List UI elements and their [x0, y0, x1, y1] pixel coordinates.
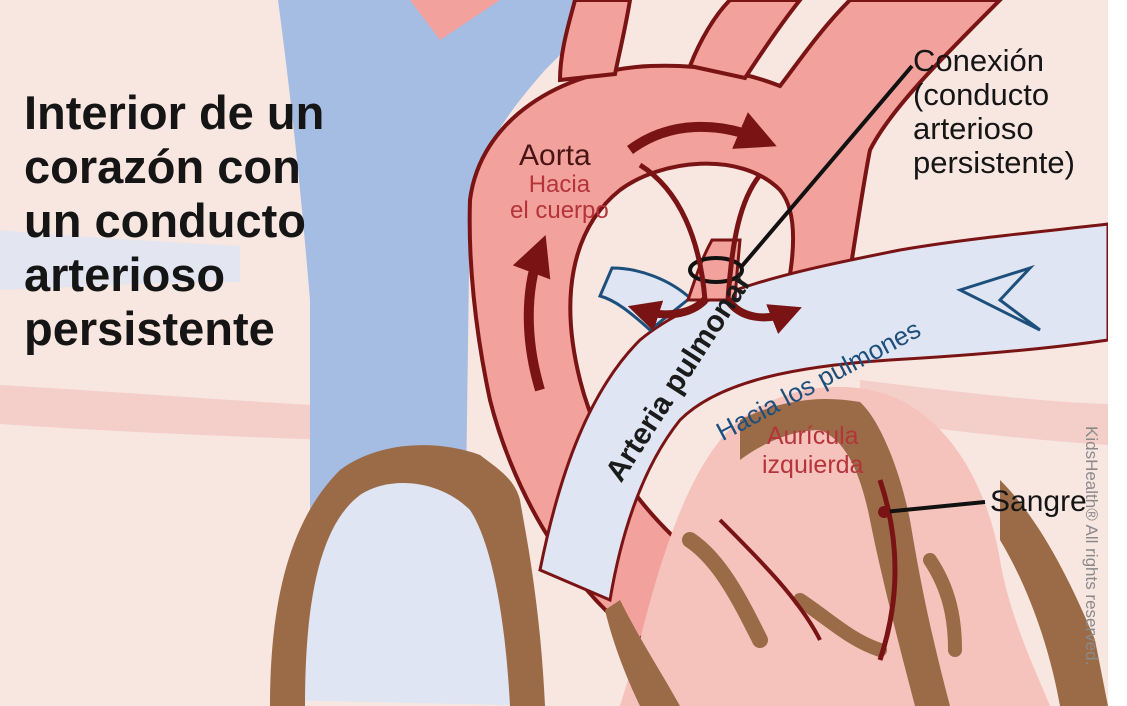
- connection-line: (conducto: [913, 78, 1075, 112]
- diagram-title: Interior de un corazón con un conducto a…: [24, 86, 324, 356]
- title-line: corazón con: [24, 140, 324, 194]
- right-margin: [1108, 0, 1127, 706]
- to-body-line: Hacia: [510, 172, 609, 198]
- blood-point: [878, 506, 890, 518]
- title-line: arterioso: [24, 248, 324, 302]
- to-body-line: el cuerpo: [510, 198, 609, 224]
- connection-line: Conexión: [913, 44, 1075, 78]
- title-line: Interior de un: [24, 86, 324, 140]
- left-atrium-line: izquierda: [762, 451, 863, 480]
- left-atrium-label: Aurícula izquierda: [762, 422, 863, 480]
- left-atrium-line: Aurícula: [762, 422, 863, 451]
- aorta-label: Aorta: [519, 140, 591, 172]
- title-line: persistente: [24, 302, 324, 356]
- blood-label: Sangre: [990, 486, 1087, 518]
- connection-line: persistente): [913, 146, 1075, 180]
- title-line: un conducto: [24, 194, 324, 248]
- to-body-label: Hacia el cuerpo: [510, 172, 609, 224]
- connection-line: arterioso: [913, 112, 1075, 146]
- connection-label: Conexión (conducto arterioso persistente…: [913, 44, 1075, 180]
- copyright-notice: KidsHealth® All rights reserved.: [1082, 426, 1100, 665]
